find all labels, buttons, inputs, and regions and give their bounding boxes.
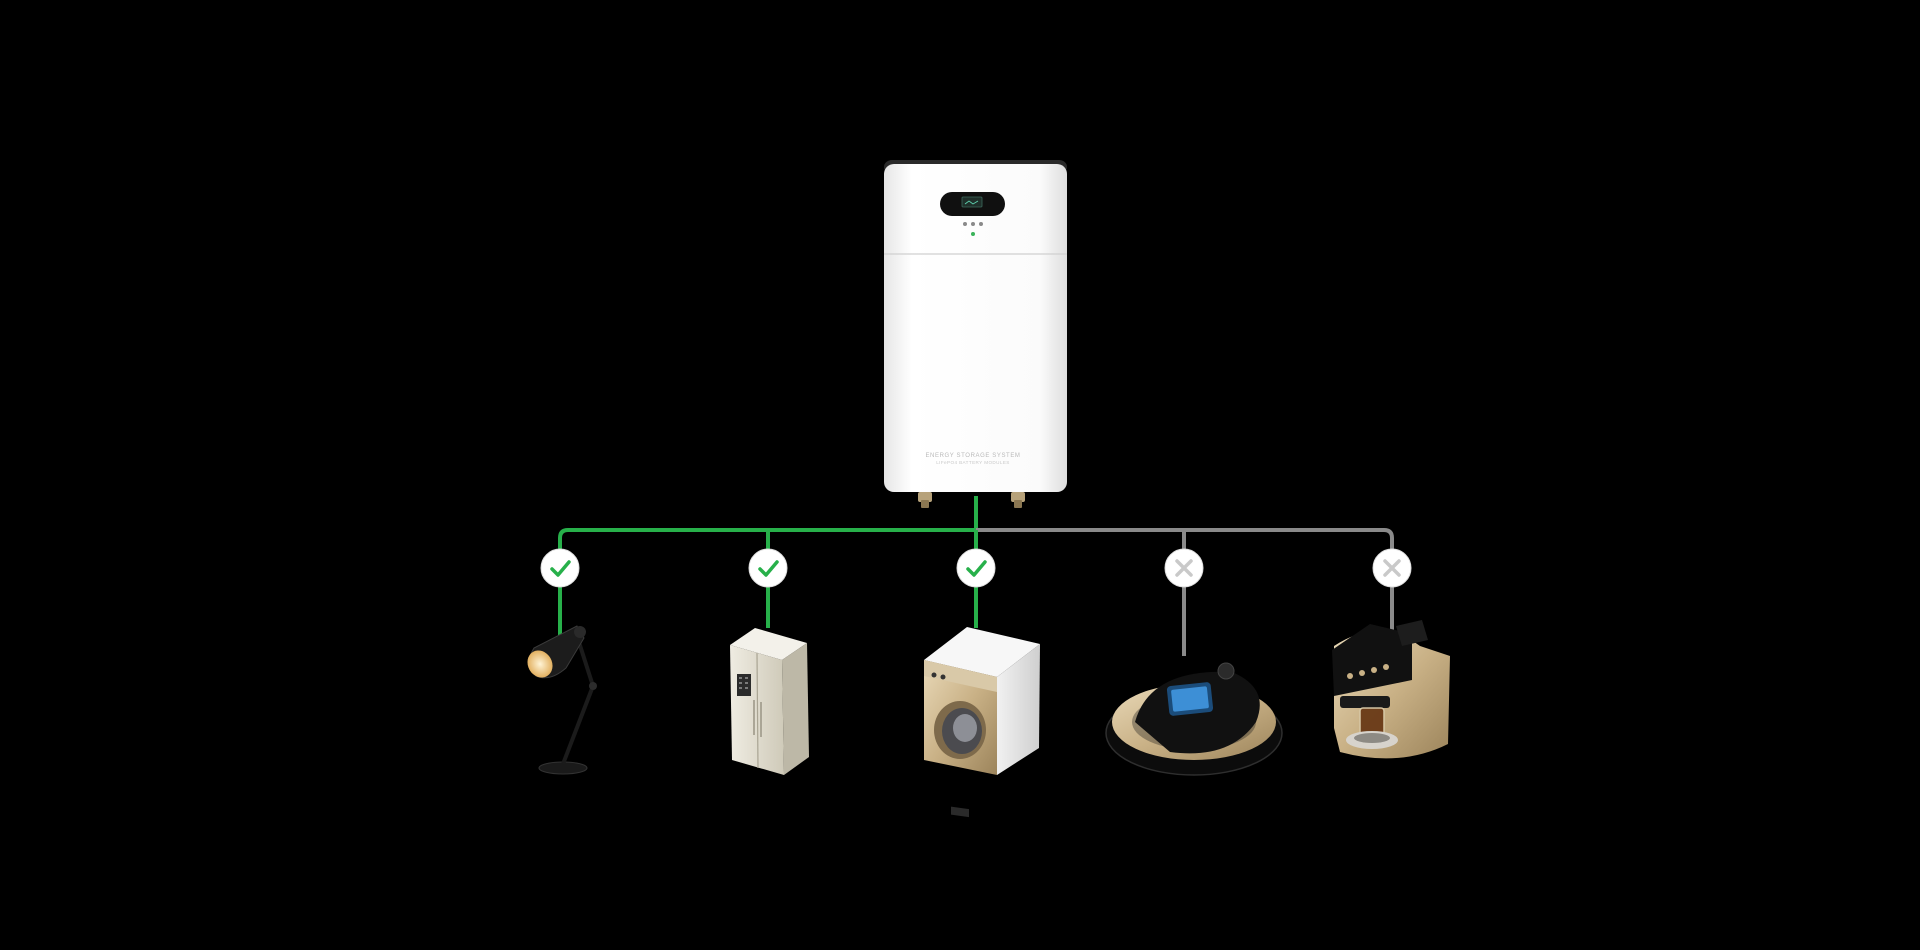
battery-label: ENERGY STORAGE SYSTEM [925,453,1020,459]
active-bus-wire [558,528,976,539]
check-icon [956,548,996,588]
energy-storage-battery-icon: ENERGY STORAGE SYSTEM LIFePO4 BATTERY MO… [884,160,1067,508]
check-icon [748,548,788,588]
washing-machine-icon [924,627,1040,818]
desk-lamp-icon [527,625,597,775]
robot-vacuum-icon [1105,662,1283,776]
cross-icon [1372,548,1412,588]
battery-button-icon [963,222,983,236]
inactive-bus-wire [976,528,1394,539]
coffee-machine-icon [1332,620,1450,759]
battery-terminal-icon [918,492,1025,508]
check-icon [540,548,580,588]
battery-sublabel: LIFePO4 BATTERY MODULES [936,460,1010,465]
status-badges [540,548,1412,588]
refrigerator-icon [730,628,809,775]
cross-icon [1164,548,1204,588]
battery-display-icon [940,192,1005,216]
